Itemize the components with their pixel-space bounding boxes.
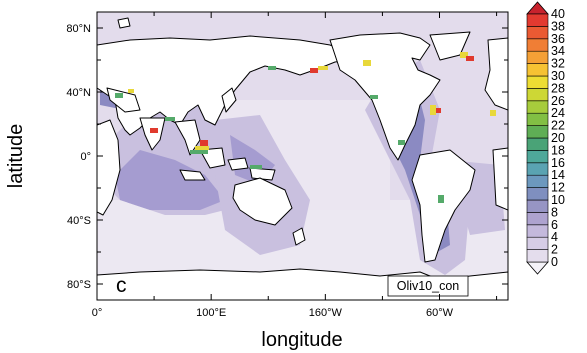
colorbar-segment (526, 125, 549, 139)
map-panel: c Oliv10_con (96, 11, 509, 301)
colorbar-segment (526, 199, 549, 213)
y-tick-label: 0° (80, 151, 91, 163)
colorbar-label: 12 (551, 181, 565, 195)
colorbar-segment (526, 236, 549, 250)
hotspot-bengal (150, 128, 158, 133)
colorbar-label: 4 (551, 230, 558, 244)
colorbar-segment (526, 224, 549, 238)
x-axis-title: longitude (261, 329, 342, 351)
indian-ocean-core (115, 150, 225, 210)
y-axis-title: latitude (5, 124, 27, 189)
experiment-label-box (387, 275, 469, 297)
colorbar-segment (526, 150, 549, 164)
colorbar-label: 38 (551, 19, 565, 33)
hotspot-mediterranean (490, 110, 496, 116)
colorbar-segment (526, 162, 549, 176)
y-axis: 80°N 40°N 0° 40°S 80°S (66, 23, 508, 291)
hotspot-alaska (363, 60, 371, 66)
africa-east-edge (97, 119, 121, 216)
colorbar-segment (526, 26, 549, 40)
japan (221, 87, 237, 113)
hotspot-gulf-mexico-2 (436, 108, 441, 113)
colorbar-label: 22 (551, 119, 565, 133)
colorbar-extend-min (526, 261, 549, 275)
colorbar-label: 36 (551, 32, 565, 46)
hotspot-arabia (128, 89, 134, 93)
colorbar-segment (526, 13, 549, 27)
colorbar-label: 18 (551, 143, 565, 157)
x-tick-label: 60°W (426, 307, 454, 319)
hotspot-west-coast (370, 95, 378, 99)
australia (232, 177, 293, 226)
colorbar-segment (526, 212, 549, 226)
colorbar-segment (526, 75, 549, 89)
hotspot-bering (310, 68, 318, 73)
hotspot-south-china-sea (200, 140, 208, 146)
hotspot-new-guinea (250, 165, 262, 169)
colorbar-label: 16 (551, 156, 565, 170)
sulawesi (227, 157, 249, 171)
colorbar-segment (526, 112, 549, 126)
new-guinea (249, 167, 276, 181)
colorbar-extend-max (526, 1, 549, 15)
hotspot-brazil (438, 195, 444, 203)
y-tick-label: 80°N (66, 23, 91, 35)
hotspot-central-america (398, 140, 405, 145)
colorbar-label: 20 (551, 131, 565, 145)
africa-west-edge (492, 147, 508, 211)
hotspots (115, 52, 496, 203)
colorbar-segment (526, 38, 549, 52)
hotspot-labrador (460, 52, 468, 58)
north-america (329, 32, 441, 161)
java (179, 169, 206, 181)
hotspot-india-east (165, 117, 175, 121)
y-tick-label: 80°S (67, 279, 91, 291)
hotspot-gulf (115, 93, 123, 98)
colorbar-segment (526, 100, 549, 114)
hotspot-sunda (190, 150, 208, 154)
colorbar-label: 34 (551, 44, 565, 58)
hotspot-malacca (195, 146, 209, 150)
x-tick-label: 0° (92, 307, 103, 319)
colorbar-label: 24 (551, 106, 565, 120)
colorbar-label: 26 (551, 94, 565, 108)
colorbar-label: 6 (551, 218, 558, 232)
hotspot-okhotsk (268, 66, 276, 70)
colorbar-segment (526, 249, 549, 263)
x-axis: 0° 100°E 160°W 60°W (92, 12, 498, 319)
colorbar-segment (526, 137, 549, 151)
hotspot-bering-2 (318, 66, 328, 70)
hotspot-labrador-2 (466, 56, 474, 61)
svalbard (117, 17, 131, 29)
colorbar-segment (526, 50, 549, 64)
hotspot-gulf-mexico (430, 105, 436, 115)
y-tick-label: 40°S (67, 215, 91, 227)
new-zealand (292, 227, 306, 246)
colorbar-label: 2 (551, 243, 558, 257)
colorbar-label: 8 (551, 205, 558, 219)
colorbar-segment (526, 88, 549, 102)
colorbar-label: 40 (551, 7, 565, 21)
india (139, 117, 166, 151)
colorbar-label: 28 (551, 81, 565, 95)
panel-label: c (116, 274, 127, 297)
y-tick-label: 40°N (66, 87, 91, 99)
x-tick-label: 160°W (309, 307, 343, 319)
colorbar-label: 0 (551, 255, 558, 269)
colorbar-label: 14 (551, 168, 565, 182)
colorbar-label: 32 (551, 57, 565, 71)
colorbar-label: 10 (551, 193, 565, 207)
colorbar-segment (526, 174, 549, 188)
x-tick-label: 100°E (196, 307, 226, 319)
experiment-label: Oliv10_con (397, 279, 460, 293)
south-america (411, 149, 476, 263)
colorbar-label: 30 (551, 69, 565, 83)
colorbar-segment (526, 187, 549, 201)
colorbar-segment (526, 63, 549, 77)
